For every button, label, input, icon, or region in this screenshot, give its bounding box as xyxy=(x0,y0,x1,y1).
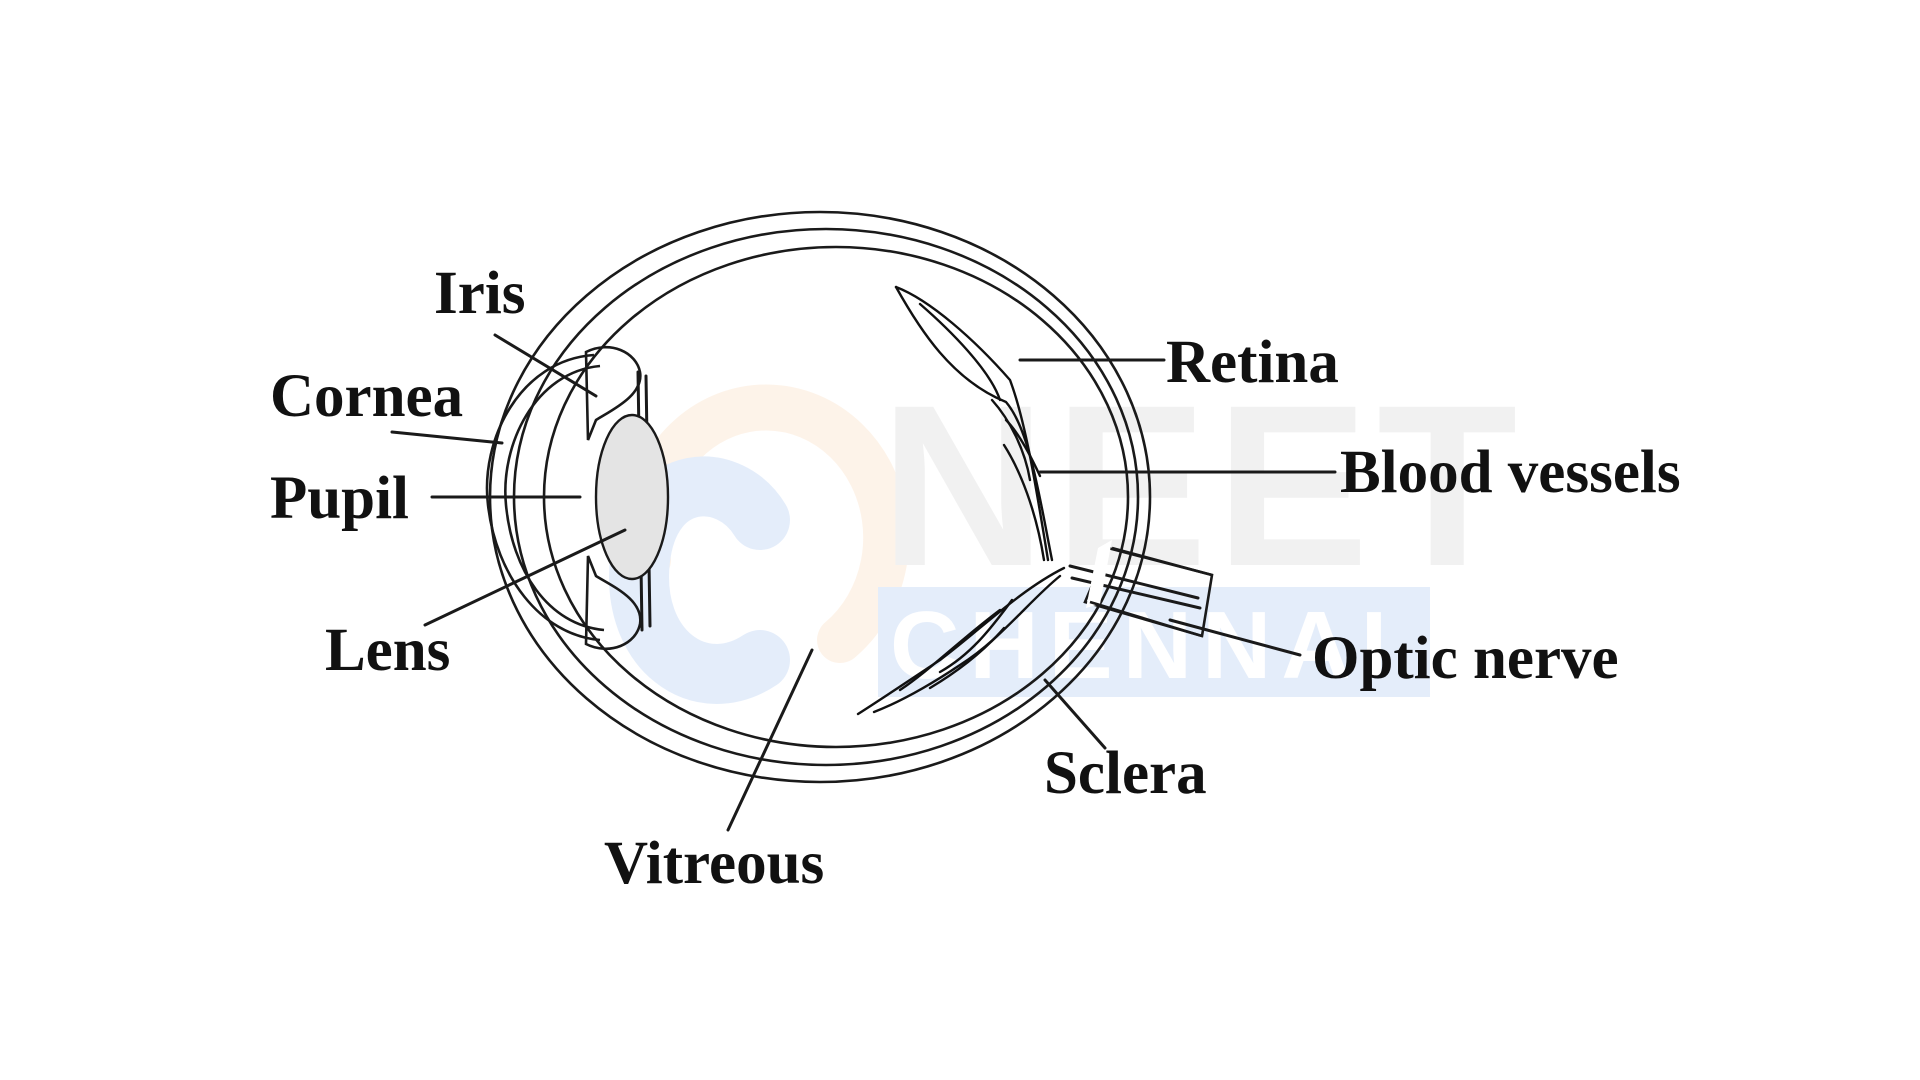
leader-lines xyxy=(390,333,1337,832)
eyeball xyxy=(485,210,1214,784)
cornea xyxy=(485,353,601,642)
label-vitreous: Vitreous xyxy=(604,830,824,897)
optic-nerve-leader xyxy=(1168,618,1302,657)
watermark-banner xyxy=(878,587,1430,697)
sclera-leader xyxy=(1043,678,1107,750)
iris-upper xyxy=(584,346,642,441)
cornea-leader xyxy=(390,430,504,445)
watermark: NEET CHENNAI xyxy=(609,357,1517,704)
label-lens: Lens xyxy=(325,617,450,684)
blood-vessels-lower xyxy=(856,566,1066,716)
optic-nerve-opening xyxy=(1086,540,1112,608)
label-pupil: Pupil xyxy=(270,465,409,532)
label-iris: Iris xyxy=(434,260,526,327)
blood-vessels-upper xyxy=(894,285,1054,562)
lens-leader xyxy=(423,528,627,627)
iris-lower xyxy=(584,555,642,650)
label-optic-nerve: Optic nerve xyxy=(1312,625,1619,692)
vitreous-leader xyxy=(726,648,814,832)
label-sclera: Sclera xyxy=(1044,740,1207,807)
label-retina: Retina xyxy=(1166,329,1339,396)
labels: Iris Cornea Pupil Lens Vitreous Retina B… xyxy=(270,260,1681,897)
cornea-inner xyxy=(504,364,605,632)
label-cornea: Cornea xyxy=(270,363,463,430)
lens xyxy=(594,413,670,581)
label-blood-vessels: Blood vessels xyxy=(1340,439,1681,506)
iris-leader xyxy=(493,333,598,398)
